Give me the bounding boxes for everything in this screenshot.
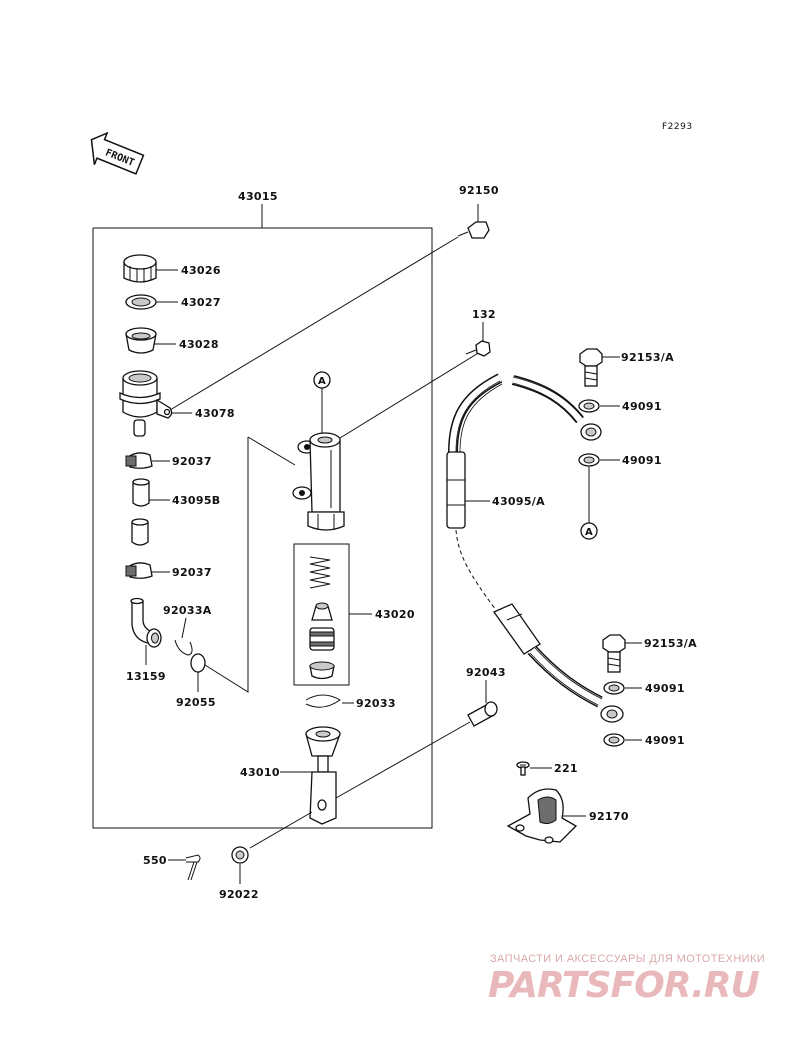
part-43020-piston-kit xyxy=(293,543,372,686)
part-43095a-hose xyxy=(446,373,624,723)
label-92033a: 92033A xyxy=(163,604,212,617)
part-13159-fitting xyxy=(130,597,162,665)
label-13159: 13159 xyxy=(126,670,166,683)
part-221-screw xyxy=(516,761,552,776)
label-43095a: 43095/A xyxy=(492,495,545,508)
label-92170: 92170 xyxy=(589,810,629,823)
assembly-frame-43015 xyxy=(92,204,433,829)
part-92153a-bolt-upper xyxy=(579,348,620,387)
part-132-bolt xyxy=(465,322,491,357)
label-43020: 43020 xyxy=(375,608,415,621)
label-92037-upper: 92037 xyxy=(172,455,212,468)
part-49091-washer-4 xyxy=(603,733,642,747)
label-92037-lower: 92037 xyxy=(172,566,212,579)
label-49091-2: 49091 xyxy=(622,454,662,467)
part-92022-washer xyxy=(231,846,249,884)
label-92153a-upper: 92153/A xyxy=(621,351,674,364)
part-92170-clamp xyxy=(506,788,586,844)
label-92043: 92043 xyxy=(466,666,506,679)
label-221: 221 xyxy=(554,762,578,775)
part-43010-pushrod xyxy=(249,721,471,849)
label-92055: 92055 xyxy=(176,696,216,709)
label-92150: 92150 xyxy=(459,184,499,197)
svg-text:A: A xyxy=(318,376,326,387)
label-92022: 92022 xyxy=(219,888,259,901)
part-49091-washer-1 xyxy=(578,399,620,413)
ref-mark-a-body: A xyxy=(313,371,331,389)
watermark-logo: PARTSFOR.RU xyxy=(488,965,760,1006)
label-132: 132 xyxy=(472,308,496,321)
part-92055-oring xyxy=(190,653,206,692)
watermark-tagline: ЗАПЧАСТИ И АКСЕССУАРЫ ДЛЯ МОТОТЕХНИКИ xyxy=(490,953,766,965)
part-92033a-circlip xyxy=(174,617,193,656)
part-49091-washer-2 xyxy=(578,453,620,467)
part-92037-clamp-lower xyxy=(125,562,170,579)
part-92153a-bolt-lower xyxy=(602,634,642,673)
part-43095b-hose xyxy=(131,478,170,546)
label-49091-3: 49091 xyxy=(645,682,685,695)
part-49091-washer-3 xyxy=(603,681,642,695)
part-550-cotter xyxy=(168,854,201,881)
label-43028: 43028 xyxy=(179,338,219,351)
part-43027-plate xyxy=(125,294,178,310)
label-43078: 43078 xyxy=(195,407,235,420)
part-92037-clamp-upper xyxy=(125,452,170,469)
part-92150 xyxy=(169,204,490,411)
part-43078-reservoir xyxy=(119,370,192,437)
label-49091-4: 49091 xyxy=(645,734,685,747)
label-92033: 92033 xyxy=(356,697,396,710)
front-arrow-icon: FRONT xyxy=(90,131,145,175)
part-43026-cap xyxy=(123,254,178,283)
ref-mark-a-hose: A xyxy=(580,467,598,540)
label-43015: 43015 xyxy=(238,190,278,203)
part-master-cylinder-body xyxy=(292,351,481,531)
label-92153a-lower: 92153/A xyxy=(644,637,697,650)
label-43026: 43026 xyxy=(181,264,221,277)
label-43010: 43010 xyxy=(240,766,280,779)
label-550: 550 xyxy=(143,854,167,867)
figure-code: F2293 xyxy=(662,122,693,132)
label-43027: 43027 xyxy=(181,296,221,309)
part-43028-diaphragm xyxy=(125,327,176,354)
label-43095b: 43095B xyxy=(172,494,220,507)
part-92043-pin xyxy=(467,680,498,727)
label-49091-1: 49091 xyxy=(622,400,662,413)
part-92033-circlip xyxy=(305,694,354,708)
svg-text:A: A xyxy=(585,527,593,538)
